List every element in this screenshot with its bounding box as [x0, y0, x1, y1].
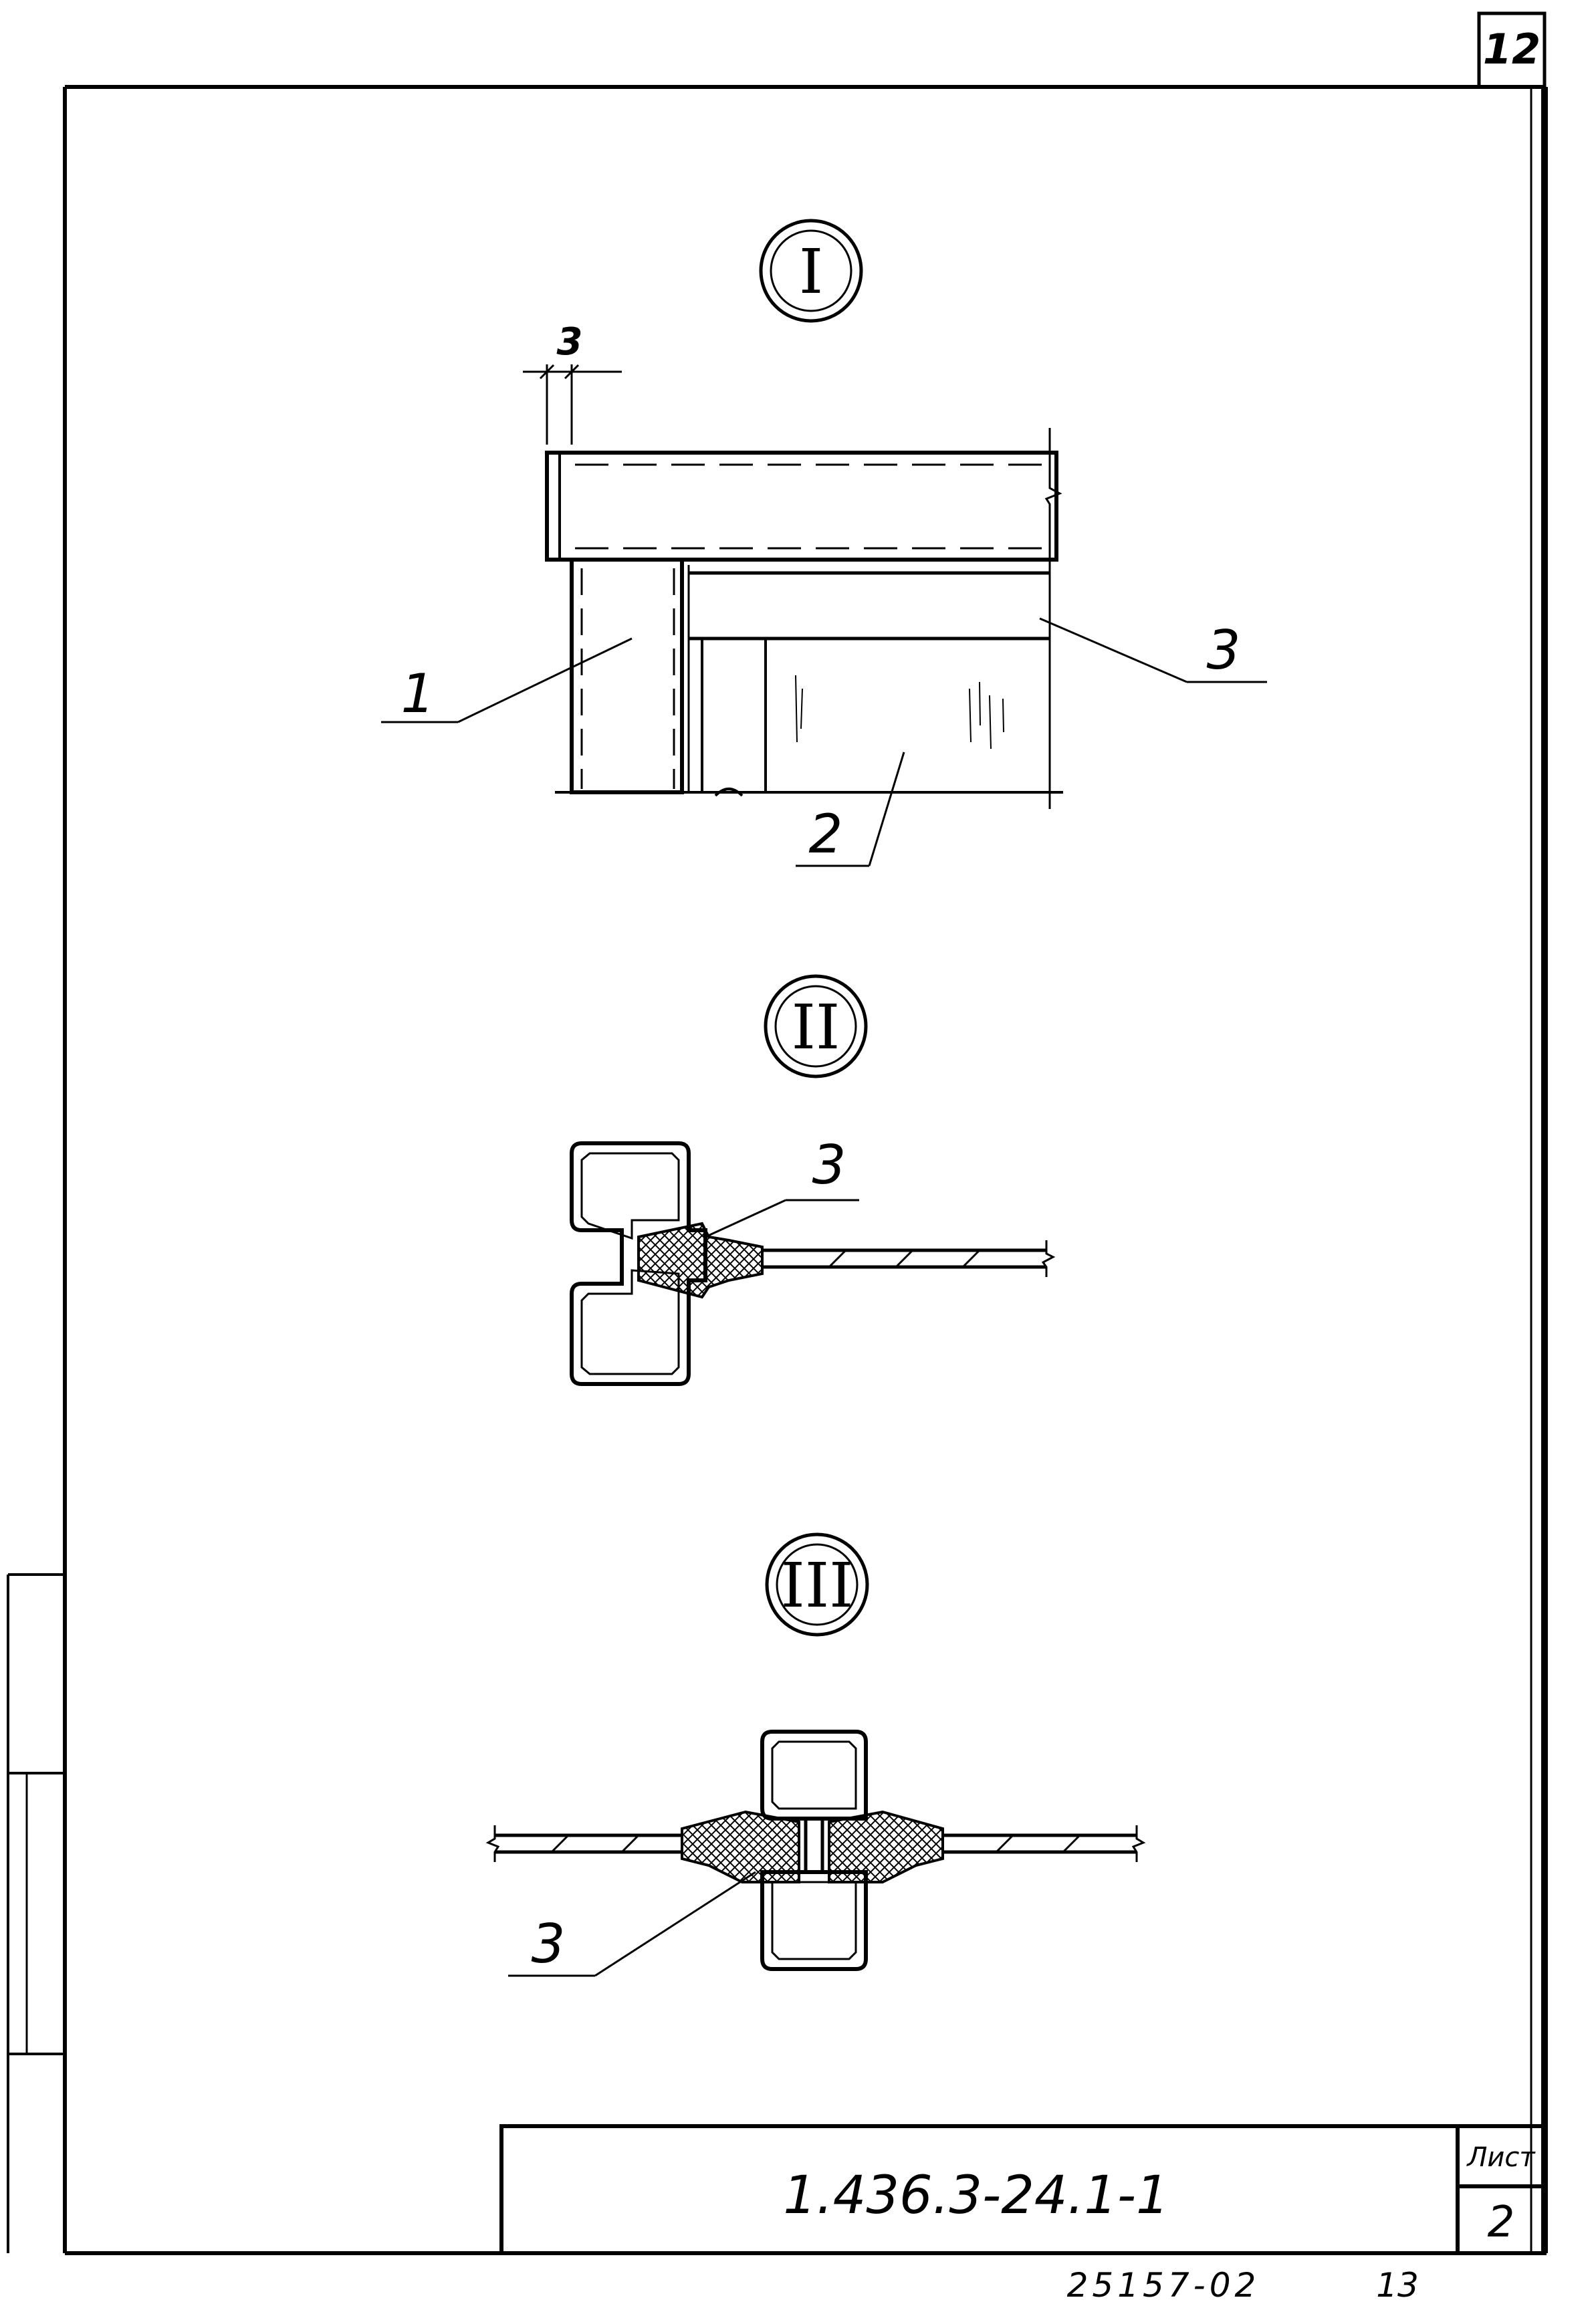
sheet-frame	[63, 85, 1548, 2255]
footer-code: 25157-02	[1067, 2266, 1260, 2305]
document-designation: 1.436.3-24.1-1	[783, 2166, 1169, 2226]
page-number: 12	[1483, 25, 1541, 74]
detail-3-marker: III	[765, 1532, 869, 1637]
side-stamp	[7, 1573, 65, 2253]
detail-1-callout-1-label: 1	[401, 663, 435, 725]
detail-2-callout-3: 3	[705, 1134, 859, 1238]
detail-1-callout-2: 2	[796, 752, 905, 867]
detail-1-dimension-label: 3	[557, 320, 583, 364]
detail-2-marker: II	[764, 974, 868, 1078]
detail-1-callout-3: 3	[1039, 617, 1267, 683]
detail-3-callout-3: 3	[508, 1871, 756, 1977]
detail-1-callout-1: 1	[381, 637, 633, 725]
detail-1: I 3	[381, 219, 1267, 867]
detail-1-dimension: 3	[523, 320, 622, 445]
detail-1-callout-2-label: 2	[809, 803, 843, 865]
footer-page: 13	[1376, 2266, 1419, 2305]
sheet-number: 2	[1488, 2198, 1515, 2247]
detail-1-callout-3-label: 3	[1207, 619, 1241, 681]
detail-2-callout-3-label: 3	[812, 1134, 846, 1196]
detail-3-marker-label: III	[780, 1550, 853, 1621]
page-number-box: 12	[1477, 11, 1547, 89]
detail-3-callout-3-label: 3	[532, 1913, 566, 1975]
sheet-label: Лист	[1466, 2142, 1536, 2173]
detail-2: II 3	[570, 974, 1056, 1386]
detail-1-marker-label: I	[799, 236, 823, 308]
detail-3: III 3	[485, 1532, 1146, 1977]
detail-1-marker: I	[759, 219, 863, 323]
detail-2-marker-label: II	[792, 992, 840, 1063]
title-block: Лист 2 1.436.3-24.1-1	[499, 2124, 1547, 2255]
